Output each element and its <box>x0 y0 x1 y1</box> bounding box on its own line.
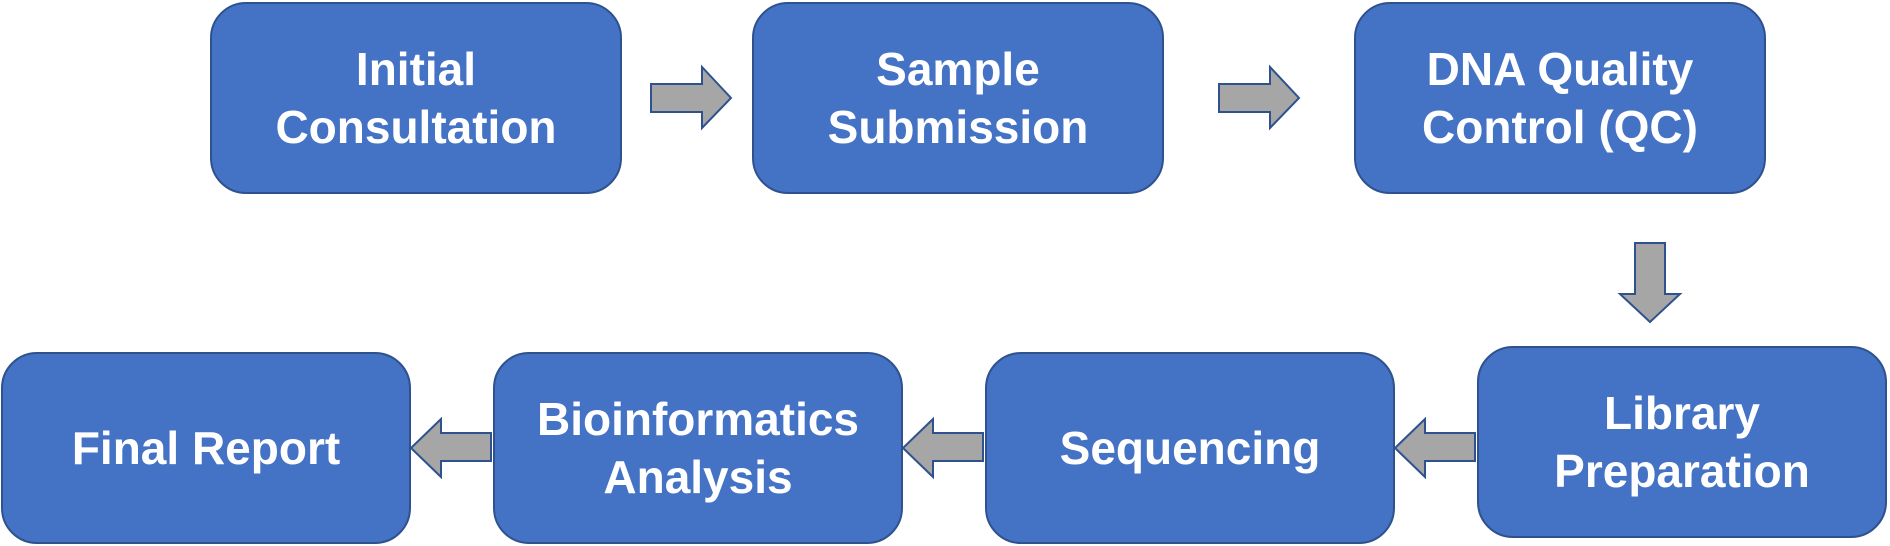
step-initial-consultation: Initial Consultation <box>210 2 622 194</box>
arrow-left-icon <box>901 416 984 480</box>
step-bioinformatics-analysis: Bioinformatics Analysis <box>493 352 903 544</box>
arrow-down-icon <box>1617 242 1683 324</box>
step-label: Bioinformatics Analysis <box>536 393 860 503</box>
arrow-left-icon <box>1393 416 1476 480</box>
step-label: Initial Consultation <box>275 43 557 153</box>
step-sequencing: Sequencing <box>985 352 1395 544</box>
step-label: Final Report <box>71 422 341 474</box>
step-sample-submission: Sample Submission <box>752 2 1164 194</box>
arrow-right-icon <box>1218 64 1301 131</box>
step-final-report: Final Report <box>1 352 411 544</box>
step-label: Sequencing <box>1059 422 1321 474</box>
step-label: DNA Quality Control (QC) <box>1422 43 1698 153</box>
step-dna-quality-control: DNA Quality Control (QC) <box>1354 2 1766 194</box>
step-label: Library Preparation <box>1554 387 1810 497</box>
step-library-preparation: Library Preparation <box>1477 346 1887 538</box>
step-label: Sample Submission <box>827 43 1089 153</box>
arrow-left-icon <box>409 416 492 480</box>
arrow-right-icon <box>650 64 733 131</box>
